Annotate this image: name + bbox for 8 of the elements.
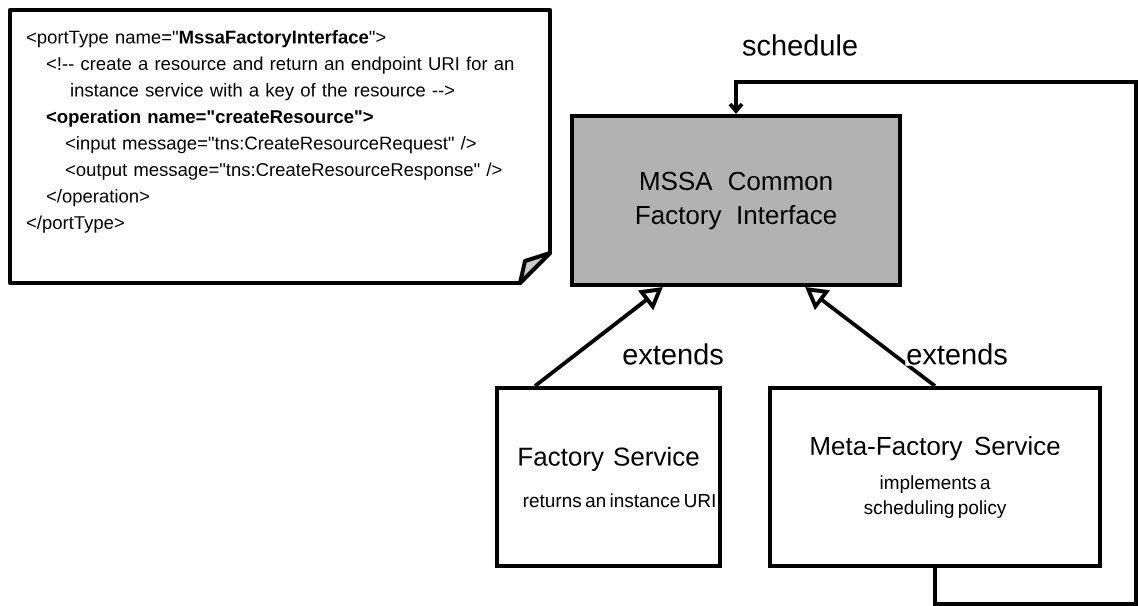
edge-label: extends (621, 342, 725, 366)
interface-box: MSSA Common Factory Interface (570, 114, 902, 287)
edge-label: schedule (740, 33, 860, 57)
code-note: <portType name="MssaFactoryInterface"> <!-- create a resource and return an endpoint URI for an instance service with a key of the resource --> <operation name="createResource"> <input message="tns:CreateResourceRequest" /> <output message="tns:CreateResourceResponse" /> </operation> </portType> (8, 8, 552, 285)
service-box: Meta-Factory Service implements a scheduling policy (768, 386, 1102, 568)
connector-arrow (728, 80, 1138, 606)
service-box: Factory Service returns an instance URI (495, 386, 722, 568)
edge-label: extends (905, 342, 1009, 366)
